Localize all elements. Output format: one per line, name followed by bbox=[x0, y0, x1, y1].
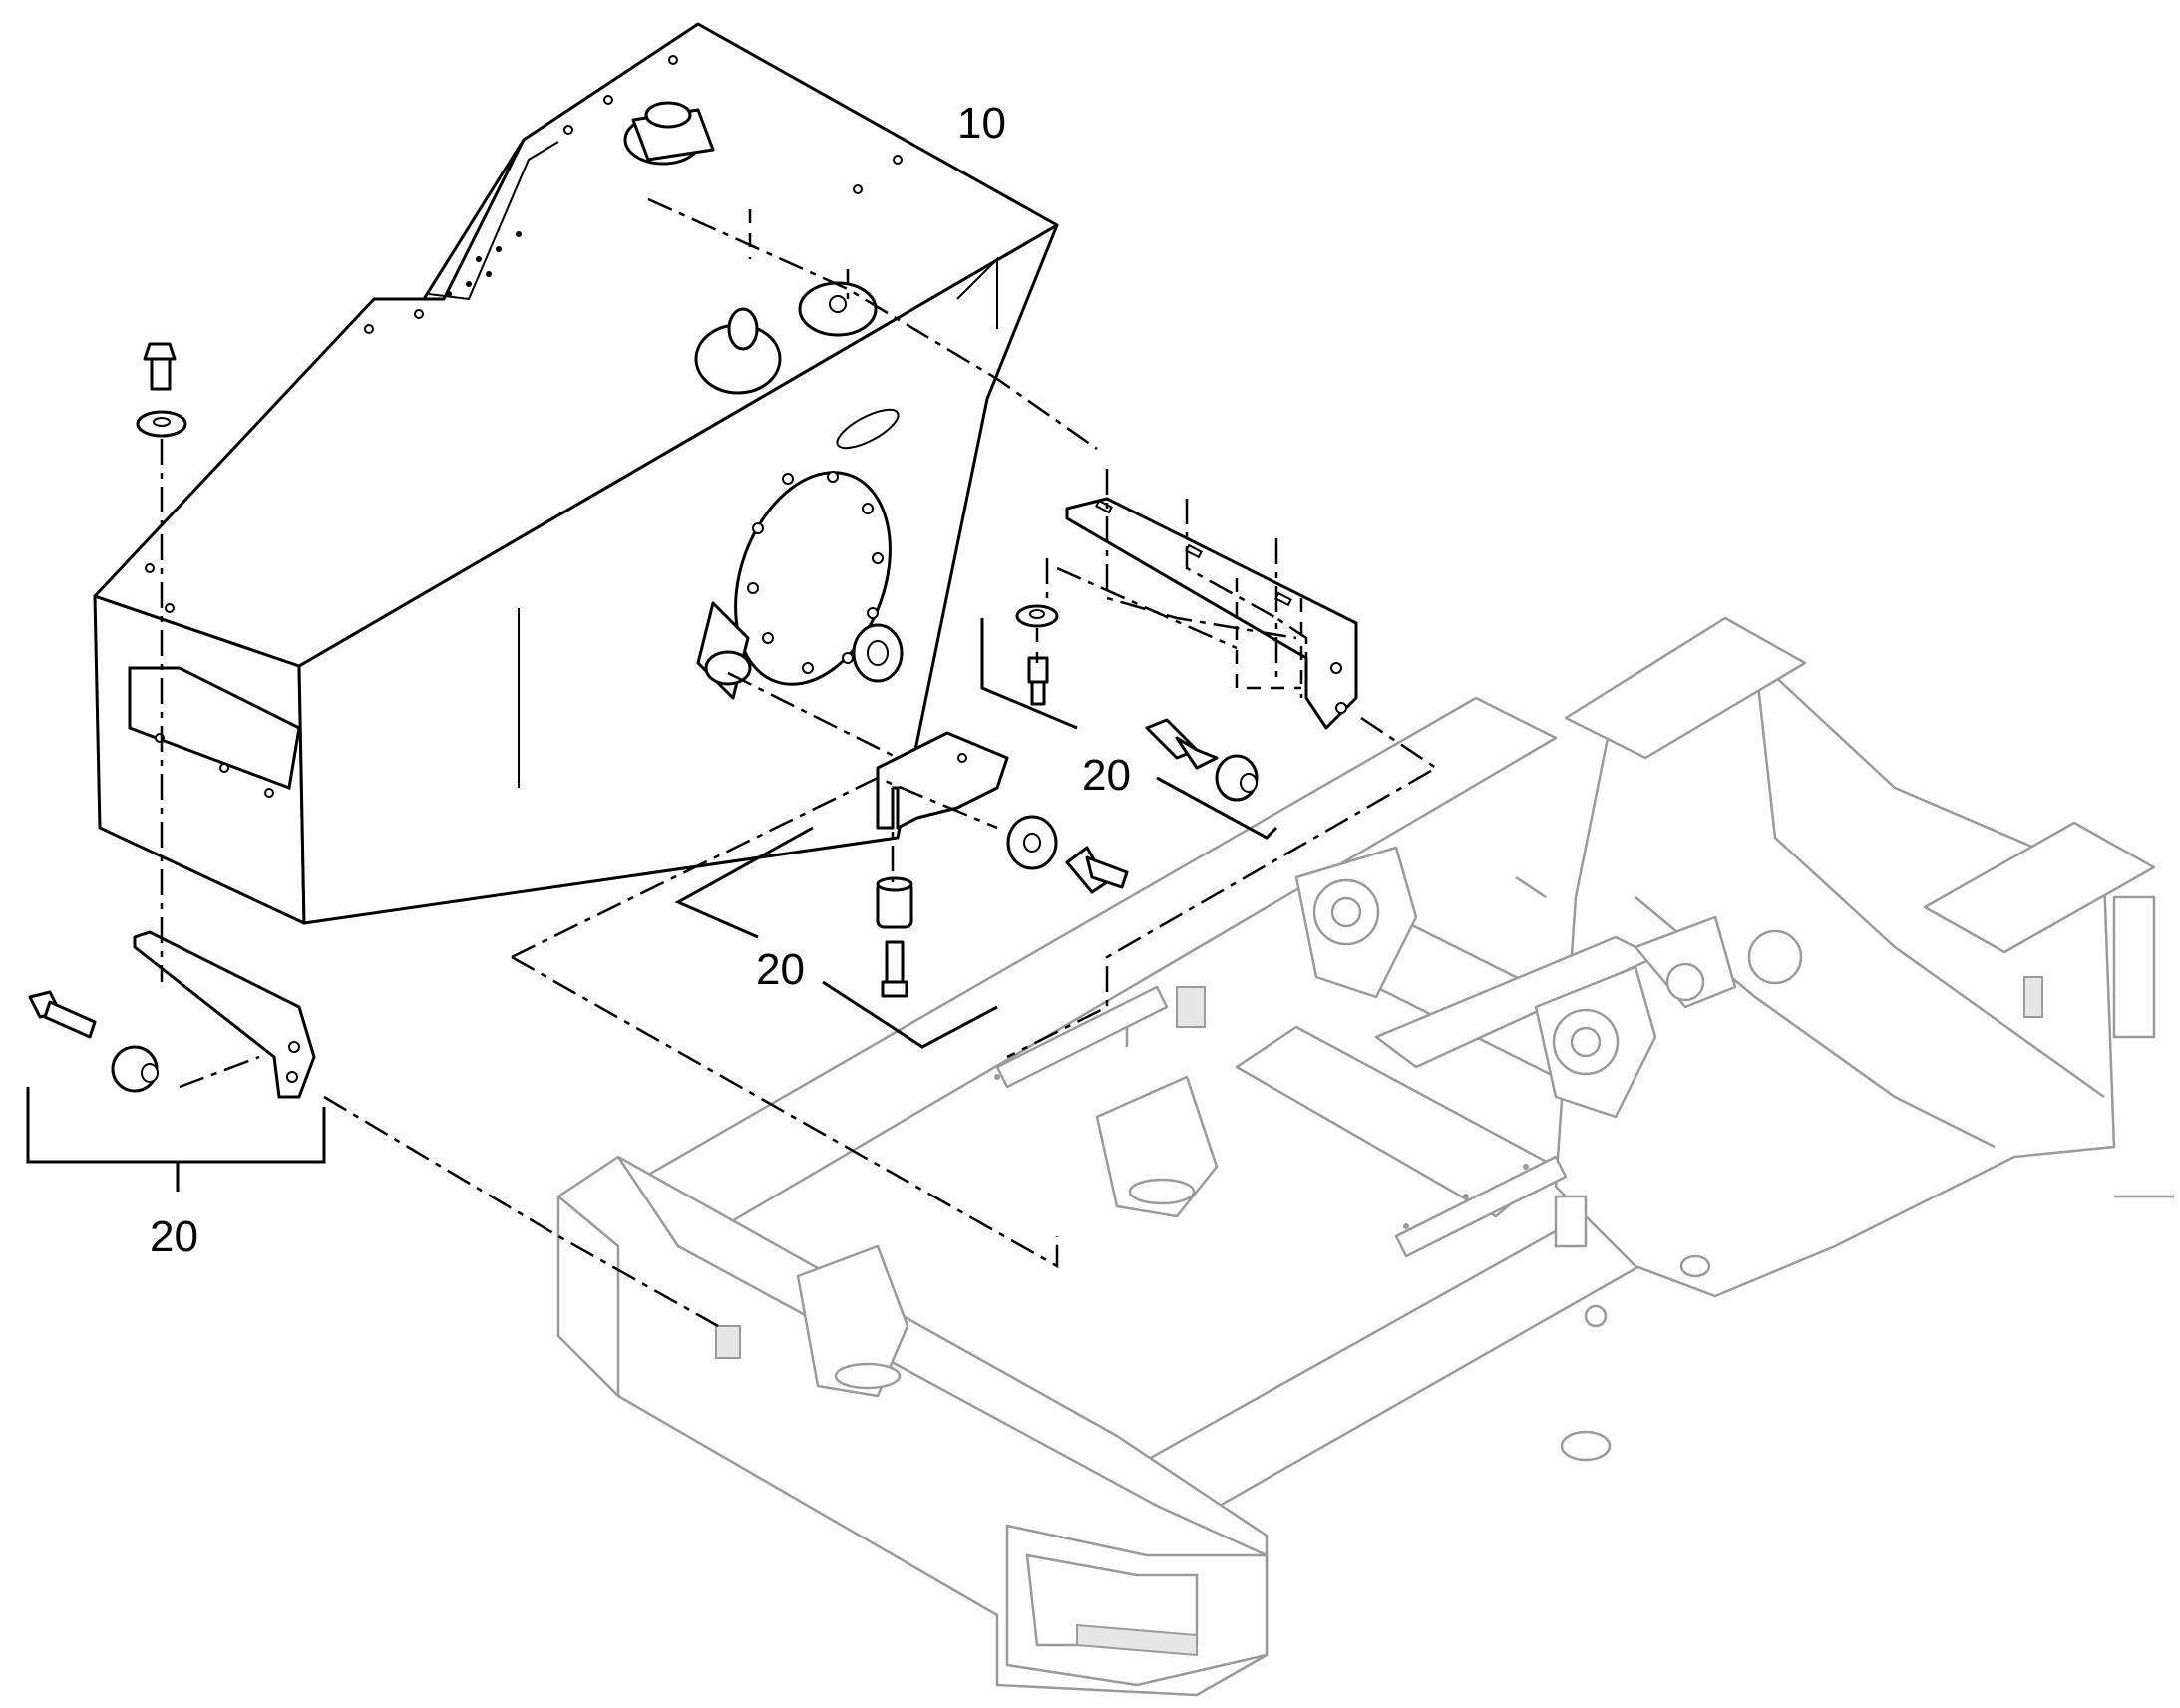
mount-kit-center bbox=[674, 731, 1129, 1049]
mount-kit-right bbox=[980, 497, 1358, 840]
callout-mount-center-label: 20 bbox=[756, 945, 805, 994]
callout-mount-left-label: 20 bbox=[150, 1212, 198, 1261]
chassis-frame bbox=[556, 616, 2174, 1697]
fuel-tank bbox=[93, 22, 1059, 925]
callout-tank-label: 10 bbox=[957, 99, 1006, 148]
callout-mount-right-label: 20 bbox=[1082, 751, 1131, 800]
mount-kit-left bbox=[26, 342, 326, 1192]
assembly-leader-lines bbox=[160, 197, 1439, 1328]
